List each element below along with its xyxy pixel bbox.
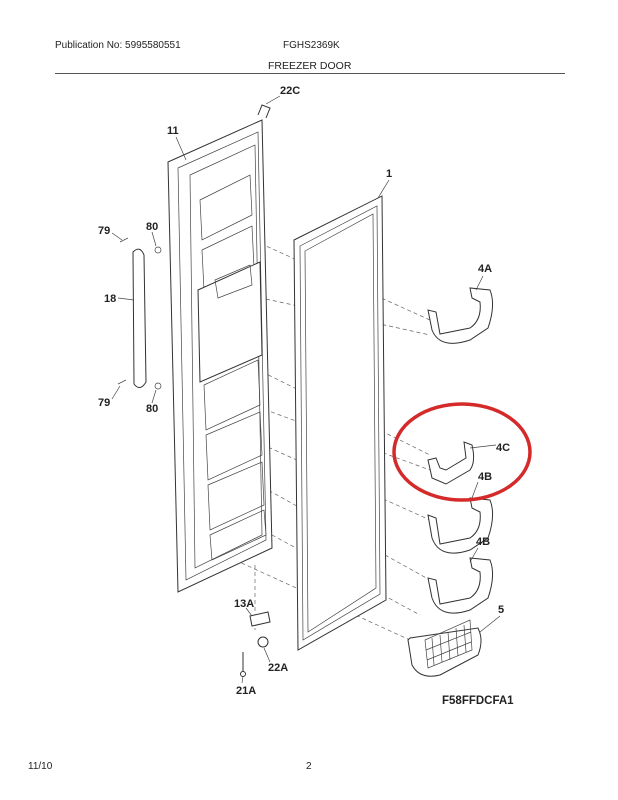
callout-4B: 4B [476, 536, 490, 548]
callout-22C: 22C [280, 85, 300, 97]
ice-bucket-part-5 [407, 619, 482, 677]
header-rule [55, 73, 565, 74]
callout-80-bottom: 80 [146, 403, 158, 415]
callout-13A: 13A [234, 598, 254, 610]
freezer-door-part-11 [167, 104, 273, 593]
footer-date: 11/10 [28, 761, 53, 772]
door-gasket-part-1 [293, 195, 387, 651]
section-title: FREEZER DOOR [268, 60, 352, 72]
callout-79-top: 79 [98, 225, 110, 237]
callout-5: 5 [498, 604, 504, 616]
page-number: 2 [306, 761, 312, 772]
door-handle-part-18 [117, 237, 162, 390]
callout-11: 11 [167, 125, 179, 137]
door-bin-part-4B [427, 557, 494, 614]
door-bin-part-4B-upper [427, 497, 494, 554]
door-bin-part-4A [427, 287, 494, 344]
callout-21A: 21A [236, 685, 256, 697]
callout-79-bottom: 79 [98, 397, 110, 409]
door-bin-part-4C [427, 441, 475, 485]
callout-22A: 22A [268, 662, 288, 674]
model-number: FGHS2369K [283, 40, 340, 51]
callout-leaders [111, 95, 501, 684]
publication-number: Publication No: 5995580551 [55, 40, 181, 51]
callout-18: 18 [104, 293, 116, 305]
callout-4C: 4C [496, 442, 510, 454]
highlight-circle [392, 402, 532, 502]
hinge-parts [240, 611, 271, 677]
callout-4A: 4A [478, 263, 492, 275]
callout-1: 1 [386, 168, 392, 180]
callout-4B-upper: 4B [478, 471, 492, 483]
figure-code: F58FFDCFA1 [442, 695, 514, 707]
callout-80-top: 80 [146, 221, 158, 233]
